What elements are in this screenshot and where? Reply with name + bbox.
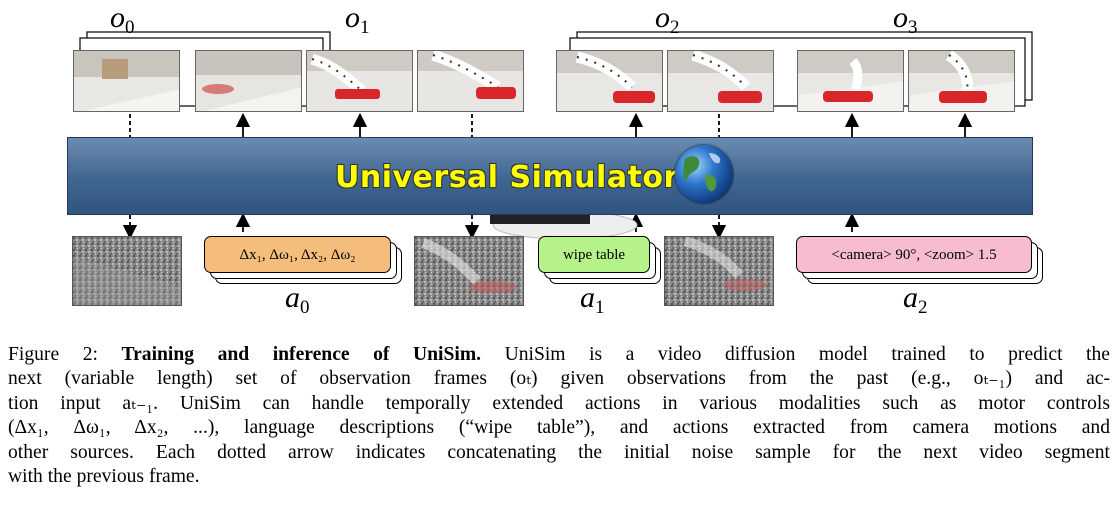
observation-label-o1: o1 — [345, 1, 370, 39]
caption-line-4: (Δx₁, Δω₁, Δx₂, ...), language descripti… — [8, 417, 1110, 439]
frame-o3-b — [908, 50, 1015, 112]
action-card-2: <camera> 90°, <zoom> 1.5 — [796, 236, 1032, 273]
noise-frame-2 — [664, 236, 774, 306]
caption-bold-title: Training and inference of UniSim. — [121, 344, 482, 365]
noise-frame-1 — [414, 236, 524, 306]
unisim-diagram: o0 o1 o2 o3 Universal Simulator — [67, 1, 1043, 319]
observation-label-o3: o3 — [893, 1, 918, 39]
universal-simulator-title: Universal Simulator — [335, 160, 679, 195]
frame-o1-c — [417, 50, 524, 112]
frame-o1-a — [195, 50, 302, 112]
earth-globe-icon — [675, 145, 733, 203]
frame-o2-a — [556, 50, 663, 112]
figure-caption: Figure 2: Training and inference of UniS… — [8, 343, 1110, 489]
caption-line-3: tion input aₜ₋₁. UniSim can handle tempo… — [8, 392, 1110, 414]
action-text-2: <camera> 90°, <zoom> 1.5 — [831, 247, 997, 263]
action-label-a1: a1 — [580, 281, 605, 319]
action-card-0: Δx₁, Δω₁, Δx₂, Δω₂ — [204, 236, 391, 273]
caption-line-5: other sources. Each dotted arrow indicat… — [8, 441, 1110, 463]
universal-simulator-bar — [67, 137, 1033, 215]
action-text-1: wipe table — [562, 247, 626, 263]
caption-line-1: Figure 2: Training and inference of UniS… — [8, 344, 1110, 365]
action-label-a2: a2 — [903, 281, 928, 319]
caption-line-6: with the previous frame. — [8, 466, 200, 488]
observation-label-o0: o0 — [110, 1, 135, 39]
action-card-1: wipe table — [538, 236, 650, 273]
caption-line-2: next (variable length) set of observatio… — [8, 368, 1110, 390]
action-label-a0: a0 — [285, 281, 310, 319]
action-text-0: Δx₁, Δω₁, Δx₂, Δω₂ — [239, 247, 356, 263]
observation-label-o2: o2 — [655, 1, 680, 39]
frame-o2-b — [667, 50, 774, 112]
frame-o3-a — [797, 50, 904, 112]
monitor-stand — [490, 214, 590, 224]
noise-frame-0 — [72, 236, 182, 306]
frame-o0 — [73, 50, 180, 112]
frame-o1-b — [306, 50, 413, 112]
